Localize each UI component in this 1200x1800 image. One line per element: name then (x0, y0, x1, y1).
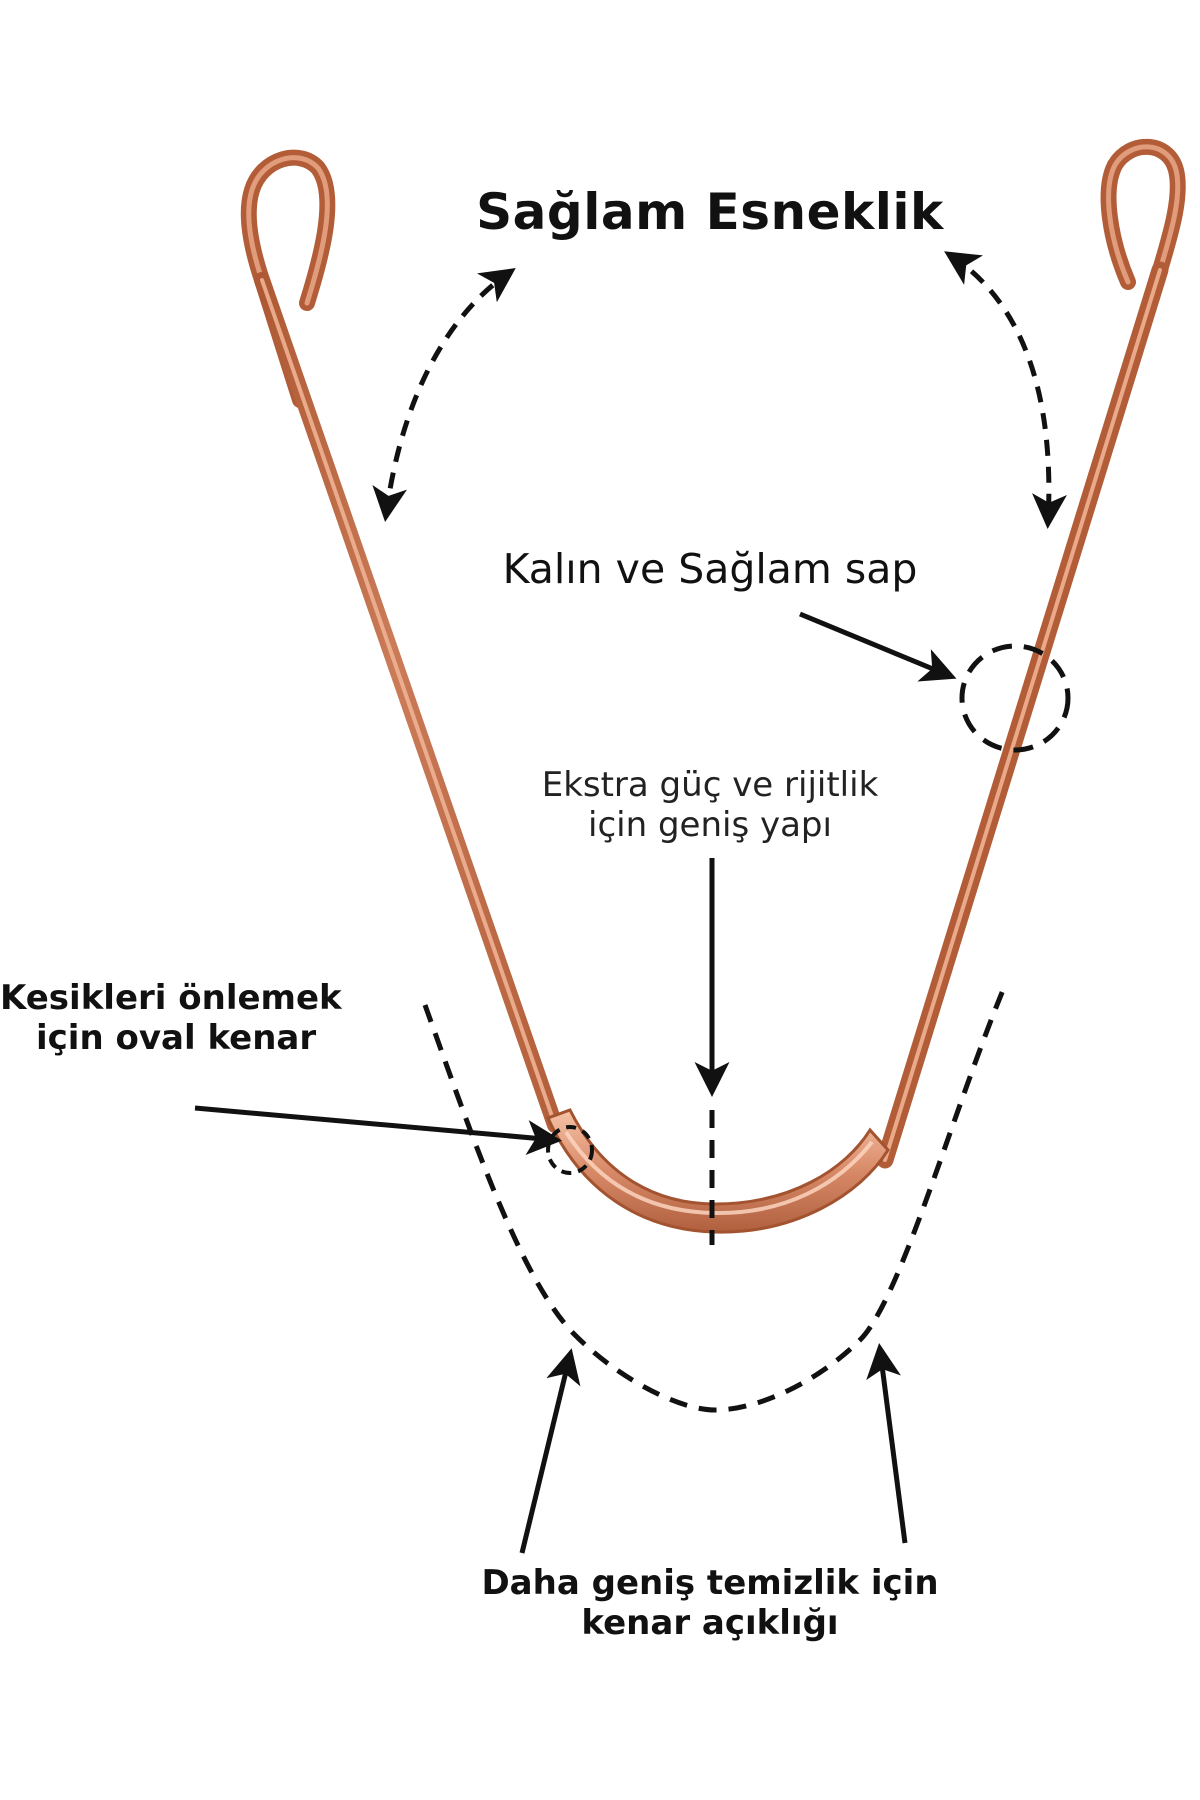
tongue-cleaner (240, 138, 1186, 1234)
curved-double-arrow-icon (944, 251, 1067, 529)
straight-arrow-icon (519, 1348, 581, 1554)
dashed-circle-icon (546, 1125, 594, 1175)
opening-callout (519, 1343, 908, 1554)
straight-arrow-icon (194, 1105, 562, 1155)
label-handle: Kalın ve Sağlam sap (502, 545, 918, 593)
label-structure-line1: Ekstra güç ve rijitlik (541, 765, 879, 805)
straight-arrow-icon (799, 611, 957, 682)
edge-callout (194, 1105, 594, 1175)
label-oval-edge: Kesikleri önlemek için oval kenar (0, 978, 352, 1058)
flex-arrows (372, 251, 1067, 529)
scraper-blade (545, 1108, 890, 1234)
label-opening-line1: Daha geniş temizlik için (481, 1563, 939, 1603)
handle-callout (799, 611, 1071, 753)
label-opening: Daha geniş temizlik için kenar açıklığı (420, 1563, 1000, 1643)
title-flexibility: Sağlam Esneklik (476, 183, 944, 241)
label-edge-line2: için oval kenar (36, 1018, 317, 1059)
dashed-circle-icon (959, 643, 1071, 753)
straight-arrow-icon (866, 1343, 908, 1544)
label-opening-line2: kenar açıklığı (581, 1603, 839, 1644)
opening-outline (422, 989, 1006, 1413)
label-structure: Ekstra güç ve rijitlik için geniş yapı (490, 765, 930, 845)
curved-double-arrow-icon (372, 268, 516, 522)
label-edge-line1: Kesikleri önlemek (0, 978, 342, 1018)
label-structure-line2: için geniş yapı (588, 805, 832, 846)
